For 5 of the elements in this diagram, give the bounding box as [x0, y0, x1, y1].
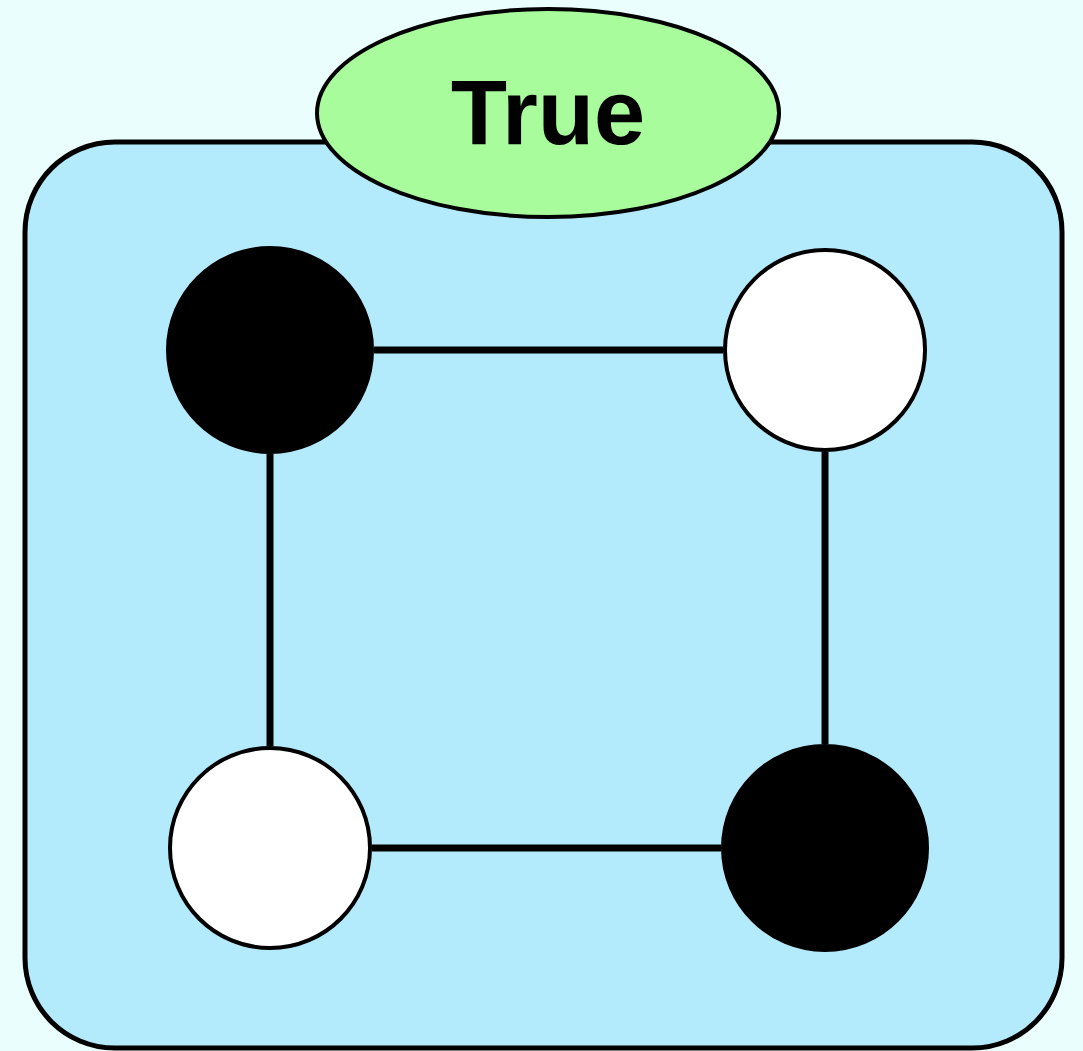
ellipse-label: True	[315, 7, 781, 219]
circle	[721, 744, 929, 952]
circle	[723, 248, 927, 452]
circle	[168, 746, 372, 950]
circle	[166, 246, 374, 454]
